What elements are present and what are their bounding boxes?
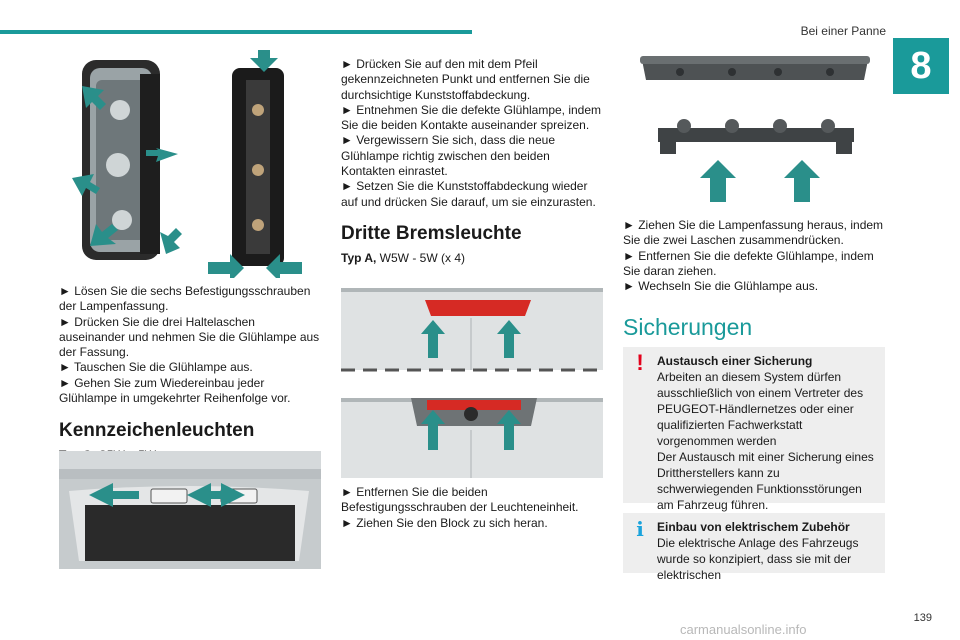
warning-body: Arbeiten an diesem System dürfen ausschl…	[657, 370, 864, 448]
step-text: ► Entfernen Sie die defekte Glühlampe, i…	[623, 248, 874, 278]
warning-body: Der Austausch mit einer Sicherung eines …	[657, 450, 874, 512]
step-text: ► Entfernen Sie die beiden Befestigungss…	[341, 485, 579, 515]
step-text: ► Entnehmen Sie die defekte Glühlampe, i…	[341, 102, 602, 133]
warning-title: Austausch einer Sicherung	[657, 354, 813, 368]
watermark: carmanualsonline.info	[680, 622, 807, 637]
step-text: ► Vergewissern Sie sich, dass die neue G…	[341, 133, 555, 179]
info-box: i Einbau von elektrischem Zubehör Die el…	[623, 513, 885, 582]
heading-sicherungen: Sicherungen	[623, 314, 753, 341]
chapter-number-badge: 8	[893, 38, 949, 94]
lamp-carrier-illustration	[640, 56, 870, 202]
step-text: ► Drücken Sie die drei Haltelaschen ause…	[59, 314, 320, 360]
info-title: Einbau von elektrischem Zubehör	[657, 520, 850, 534]
bulb-type-line: Typ A, W5W - 5W (x 4)	[341, 251, 603, 265]
tail-lamp-illustration	[72, 50, 302, 278]
type-spec: W5W - 5W (x 4)	[376, 250, 466, 265]
info-body: Die elektrische Anlage des Fahrzeugs wur…	[657, 536, 859, 582]
step-text: ► Ziehen Sie den Block zu sich heran.	[341, 515, 548, 530]
step-text: ► Tauschen Sie die Glühlampe aus.	[59, 360, 253, 375]
step-text: ► Lösen Sie die sechs Befestigungsschrau…	[59, 284, 311, 314]
exclamation-icon: !	[636, 350, 644, 375]
info-icon: i	[636, 517, 644, 541]
heading-dritte-bremsleuchte: Dritte Bremsleuchte	[341, 222, 522, 244]
third-brake-light-illustration	[341, 282, 603, 478]
type-label: Typ A,	[341, 250, 377, 265]
step-text: ► Gehen Sie zum Wiedereinbau jeder Glühl…	[59, 375, 291, 406]
section-title: Bei einer Panne	[800, 24, 886, 38]
step-text: ► Setzen Sie die Kunststoffabdeckung wie…	[341, 179, 596, 209]
step-text: ► Ziehen Sie die Lampenfassung heraus, i…	[623, 218, 884, 248]
warning-box: ! Austausch einer Sicherung Arbeiten an …	[623, 347, 885, 512]
step-text: ► Drücken Sie auf den mit dem Pfeil geke…	[341, 57, 590, 102]
header-accent-bar	[0, 30, 472, 34]
step-text: ► Wechseln Sie die Glühlampe aus.	[623, 279, 819, 294]
page-number: 139	[913, 612, 932, 624]
heading-kennzeichenleuchten: Kennzeichenleuchten	[59, 420, 255, 442]
license-plate-lamp-illustration	[59, 451, 321, 569]
